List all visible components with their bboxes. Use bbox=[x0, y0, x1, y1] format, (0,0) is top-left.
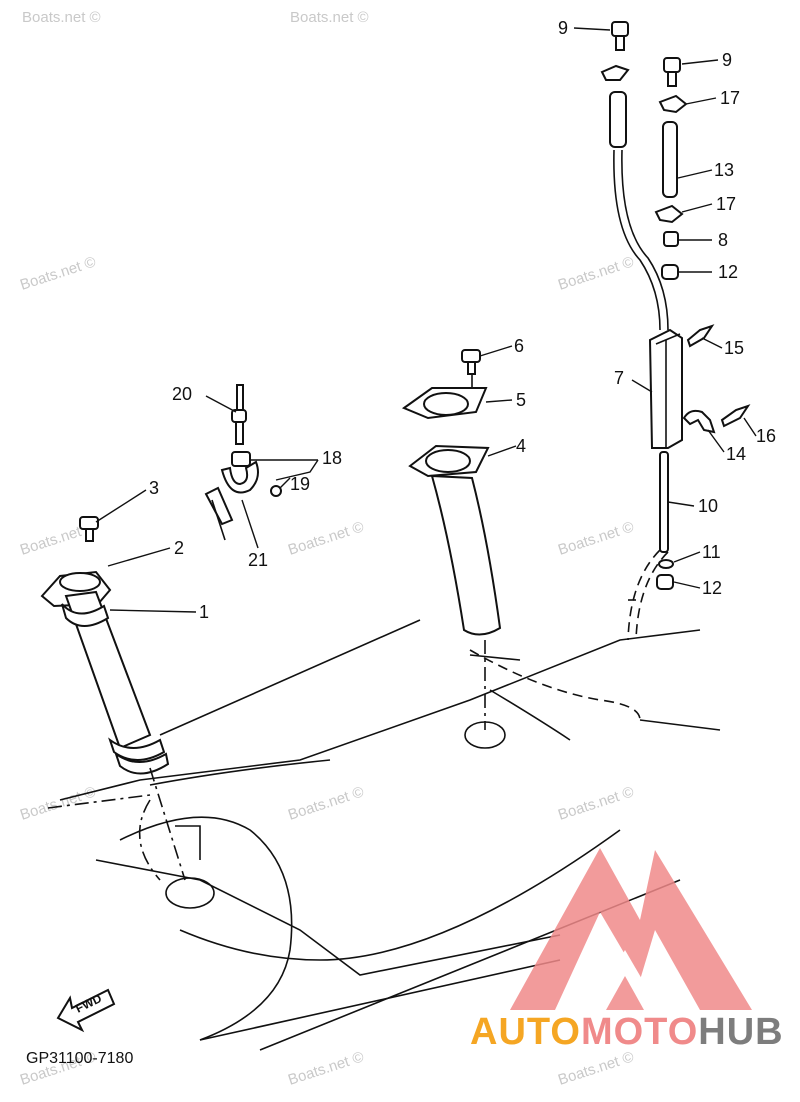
part-5-gasket bbox=[401, 387, 488, 420]
part-8-joint bbox=[663, 231, 679, 247]
watermark: Boats.net © bbox=[286, 518, 366, 558]
part-14-bracket bbox=[682, 409, 716, 434]
callout-11: 11 bbox=[702, 542, 721, 562]
part-10-hose bbox=[659, 451, 669, 553]
part-18-clamp bbox=[204, 451, 282, 541]
part-13-hose bbox=[662, 121, 678, 198]
hull-outline bbox=[47, 619, 721, 1051]
part-11-washer bbox=[658, 559, 674, 569]
part-15-clip bbox=[686, 324, 715, 348]
callout-15: 15 bbox=[724, 338, 744, 358]
callout-3: 3 bbox=[149, 478, 159, 498]
automotohub-logo: AUTOMOTOHUB bbox=[470, 848, 784, 1053]
callout-16: 16 bbox=[756, 426, 776, 446]
callout-10: 10 bbox=[698, 496, 718, 516]
logo-triangle bbox=[510, 848, 752, 1010]
part-1-filler-hose bbox=[40, 570, 186, 881]
part-4-filler-neck bbox=[408, 444, 502, 730]
callout-17-top: 17 bbox=[720, 88, 740, 108]
callout-12-top: 12 bbox=[718, 262, 738, 282]
part-17-clip-right-top bbox=[658, 94, 688, 114]
callout-6: 6 bbox=[514, 336, 524, 356]
part-3-screw bbox=[79, 516, 99, 542]
callout-21: 21 bbox=[248, 550, 268, 570]
callout-5: 5 bbox=[516, 390, 526, 410]
fwd-arrow: FWD bbox=[56, 988, 116, 1033]
svg-text:AUTOMOTOHUB: AUTOMOTOHUB bbox=[470, 1011, 784, 1053]
callout-12-bottom: 12 bbox=[702, 578, 722, 598]
watermark: Boats.net © bbox=[290, 9, 369, 26]
callout-7: 7 bbox=[614, 368, 624, 388]
watermark: Boats.net © bbox=[22, 9, 101, 26]
callout-20: 20 bbox=[172, 384, 192, 404]
part-17-clip-right-bottom bbox=[654, 204, 684, 224]
watermark: Boats.net © bbox=[556, 253, 636, 293]
part-17-clip-left bbox=[600, 64, 630, 81]
part-12-cap-bottom bbox=[656, 574, 674, 590]
callout-13: 13 bbox=[714, 160, 734, 180]
watermark: Boats.net © bbox=[18, 253, 98, 293]
callout-9-right: 9 bbox=[722, 50, 732, 70]
callout-18: 18 bbox=[322, 448, 342, 468]
watermarks: Boats.net © Boats.net © Boats.net © Boat… bbox=[18, 9, 636, 1089]
callout-19: 19 bbox=[290, 474, 310, 494]
callout-14: 14 bbox=[726, 444, 746, 464]
callout-1: 1 bbox=[199, 602, 209, 622]
watermark: Boats.net © bbox=[556, 1048, 636, 1088]
watermark: Boats.net © bbox=[556, 783, 636, 823]
callout-8: 8 bbox=[718, 230, 728, 250]
drain-hose bbox=[627, 549, 669, 641]
callout-4: 4 bbox=[516, 436, 526, 456]
part-9-fitting-left bbox=[611, 21, 629, 51]
diagram-code: GP31100-7180 bbox=[26, 1050, 133, 1067]
vent-hose-left bbox=[609, 91, 669, 331]
callouts: 1 2 3 4 5 6 7 8 9 9 10 11 12 12 13 14 15… bbox=[149, 18, 776, 622]
part-20-valve bbox=[231, 384, 247, 445]
logo-text-hub: HUB bbox=[698, 1011, 783, 1053]
part-6-screw bbox=[461, 349, 481, 395]
watermark: Boats.net © bbox=[286, 783, 366, 823]
callout-9-left: 9 bbox=[558, 18, 568, 38]
part-16-clip bbox=[720, 404, 751, 428]
part-7-holder bbox=[648, 328, 683, 449]
leader-lines bbox=[95, 27, 757, 613]
logo-text-moto: MOTO bbox=[581, 1011, 698, 1053]
part-9-fitting-right bbox=[663, 57, 681, 87]
part-12-cap-top bbox=[661, 264, 679, 280]
callout-2: 2 bbox=[174, 538, 184, 558]
logo-text-auto: AUTO bbox=[470, 1011, 581, 1053]
callout-17-bottom: 17 bbox=[716, 194, 736, 214]
watermark: Boats.net © bbox=[286, 1048, 366, 1088]
watermark: Boats.net © bbox=[556, 518, 636, 558]
